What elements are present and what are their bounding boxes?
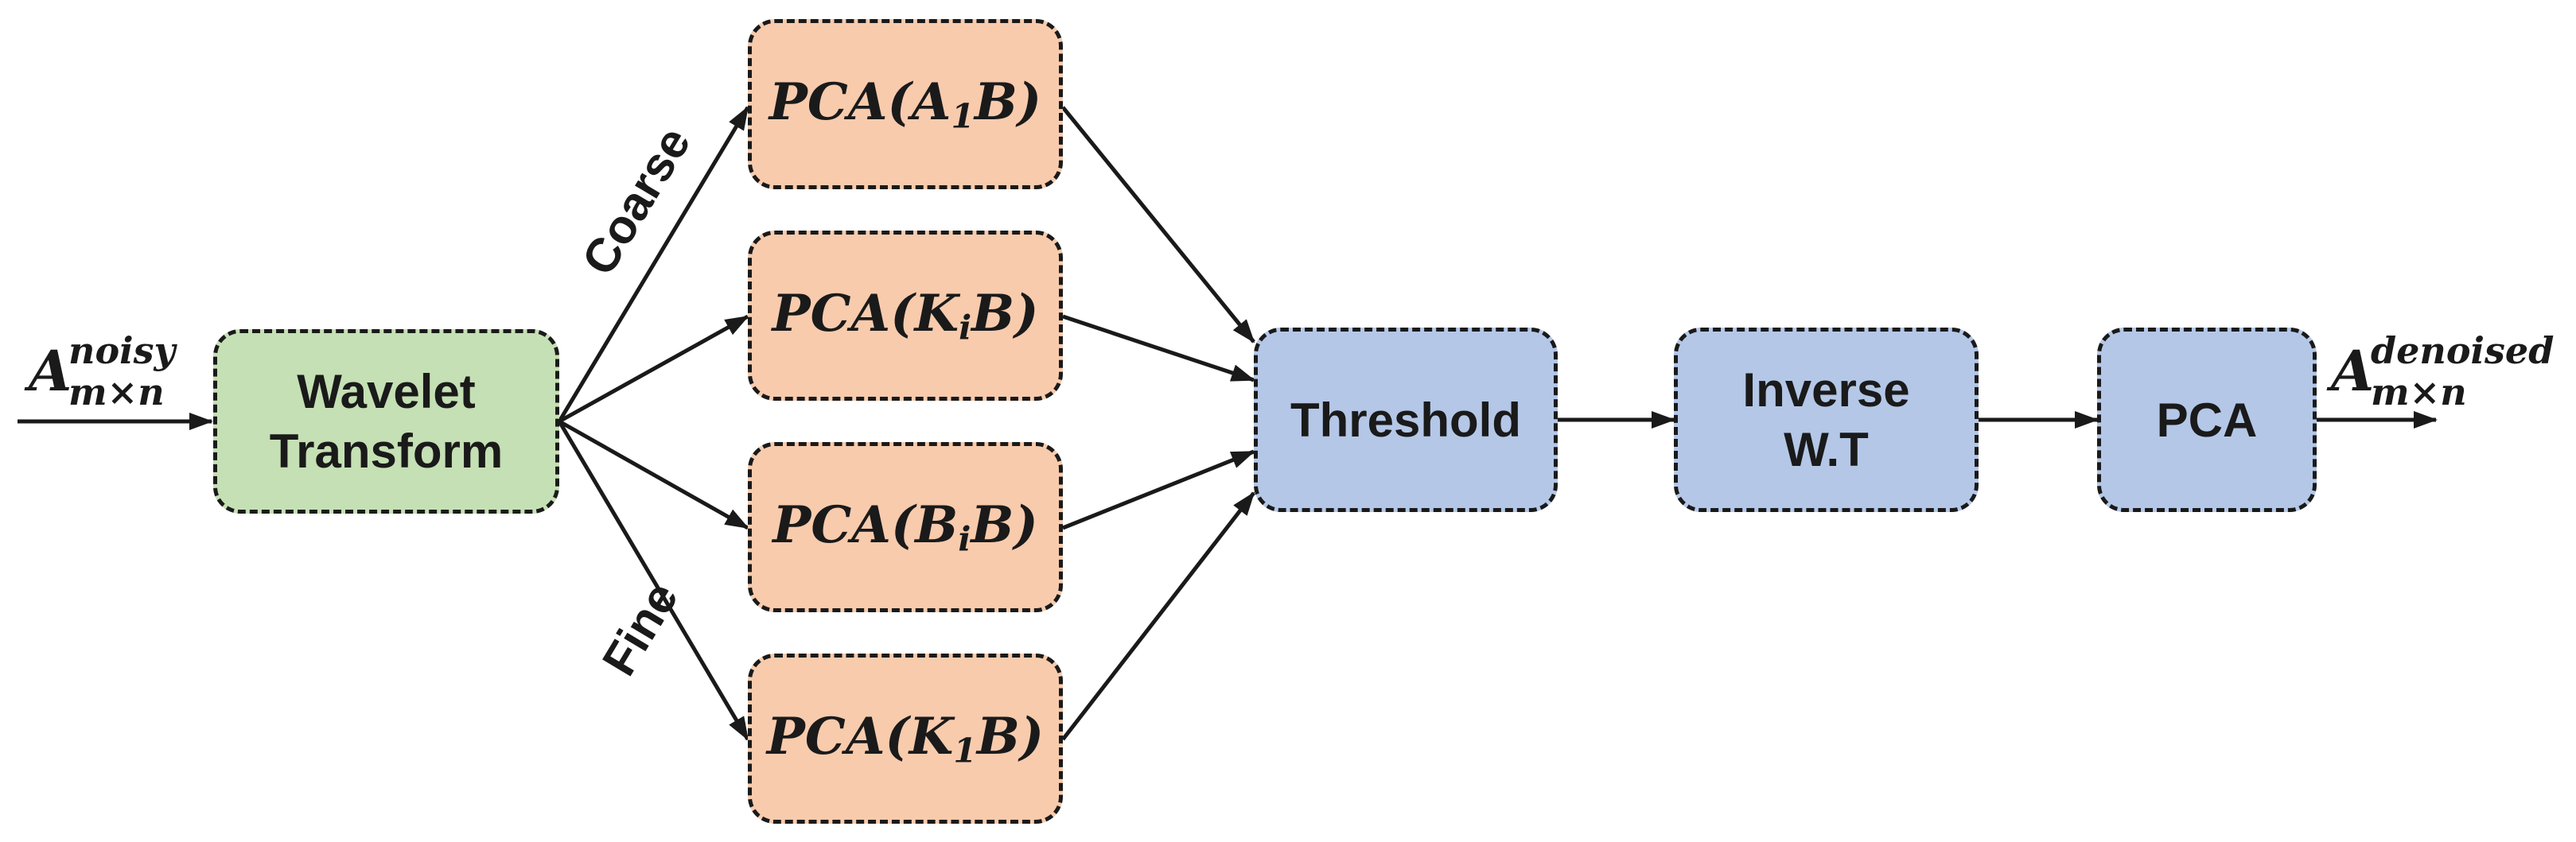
arrow-pca-a1-to-threshold — [1061, 106, 1255, 343]
output-label-subscript: m×n — [2371, 371, 2467, 413]
pca-k1-label: PCA(K1B) — [766, 707, 1045, 770]
input-label-subscript: m×n — [68, 371, 165, 413]
arrow-pca-bi-to-threshold — [1062, 449, 1255, 530]
pca-final-label: PCA — [2156, 393, 2258, 447]
threshold-label: Threshold — [1290, 393, 1521, 447]
arrow-wavelet-to-pca-ki — [558, 314, 749, 424]
pca-ki-label: PCA(KiB) — [772, 284, 1039, 347]
output-label-base: A — [2331, 338, 2375, 404]
wavelet-transform-box: Wavelet Transform — [213, 329, 559, 514]
threshold-box: Threshold — [1254, 328, 1558, 512]
pca-bi-label: PCA(BiB) — [772, 495, 1038, 559]
pca-a1-label: PCA(A1B) — [769, 72, 1042, 136]
input-label: A noisy m×n — [29, 332, 204, 420]
inverse-wt-label: Inverse W.T — [1742, 363, 1910, 476]
arrow-wavelet-to-pca-bi — [558, 419, 749, 530]
arrow-pca-k1-to-threshold — [1061, 491, 1255, 741]
pca-a1-box: PCA(A1B) — [748, 19, 1063, 189]
arrow-pca-ki-to-threshold — [1062, 314, 1255, 382]
pca-k1-box: PCA(K1B) — [748, 654, 1063, 824]
input-label-base: A — [29, 338, 72, 404]
arrow-wavelet-to-pca-a1 — [557, 106, 750, 423]
output-label: A denoised m×n — [2331, 332, 2570, 420]
input-label-superscript: noisy — [68, 329, 176, 372]
pca-final-box: PCA — [2097, 328, 2317, 512]
pca-bi-box: PCA(BiB) — [748, 442, 1063, 612]
wavelet-transform-label: Wavelet Transform — [269, 365, 504, 478]
output-label-superscript: denoised — [2371, 329, 2555, 372]
arrow-wavelet-to-pca-k1 — [557, 420, 750, 741]
inverse-wt-box: Inverse W.T — [1674, 328, 1979, 512]
pca-ki-box: PCA(KiB) — [748, 231, 1063, 401]
